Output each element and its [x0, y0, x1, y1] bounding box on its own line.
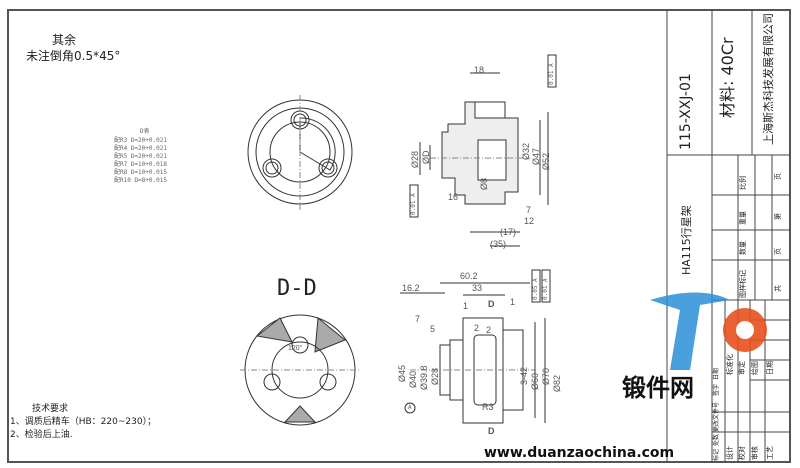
- d-table-row: 配R4 D=20+0.021: [114, 145, 167, 152]
- header-cell: 图样标记: [739, 270, 747, 298]
- dim-label: 12: [524, 216, 535, 226]
- dim-label: 7: [415, 314, 421, 324]
- sign-header: 签字: [713, 383, 720, 396]
- dim-label: 1: [510, 297, 516, 307]
- drawing-number: 115-XXJ-01: [678, 73, 694, 150]
- d-table-title: D表: [140, 128, 150, 135]
- dim-label: Ø32: [521, 142, 531, 160]
- role-label: 审核: [751, 446, 759, 460]
- top-end-view: [247, 95, 353, 210]
- dim-label: 16.2: [402, 283, 420, 293]
- dim-label: 2: [486, 325, 492, 335]
- bottom-section-view: [400, 269, 551, 424]
- section-label: D-D: [277, 276, 317, 301]
- dim-label: (17): [500, 227, 517, 237]
- role-label: 审定: [738, 361, 746, 375]
- dim-label: 3-42: [519, 366, 529, 385]
- sign-header: 日期: [713, 367, 720, 380]
- dim-label: Ø28: [410, 150, 420, 168]
- watermark-logo: [650, 292, 767, 370]
- section-mark: D: [488, 426, 495, 436]
- role-label: 绘图: [751, 361, 759, 375]
- dim-label: 18: [474, 65, 485, 75]
- tolerance-frame: 0.05 A: [532, 278, 539, 300]
- section-d-d-view: [240, 314, 360, 426]
- d-table-row: 配R10 D=8+0.015: [114, 177, 167, 184]
- dim-label: Ø60: [530, 372, 540, 390]
- dim-label: Ø45: [397, 364, 407, 382]
- tolerance-frame: 0.01 A: [410, 193, 417, 215]
- top-section-view: [409, 54, 557, 247]
- angle-label: 120°: [288, 345, 303, 352]
- dim-label: Ø52: [541, 152, 551, 170]
- dim-label: 2: [474, 323, 480, 333]
- dim-label: Ø8: [479, 177, 489, 190]
- header-cell: 重量: [739, 211, 747, 225]
- dim-label: Ø28: [430, 367, 440, 385]
- dim-label: (35): [490, 239, 507, 249]
- dim-label: 5: [430, 324, 436, 334]
- tolerance-frame: 0.01 A: [542, 278, 549, 300]
- d-table-row: 配R3 D=20+0.021: [114, 137, 167, 144]
- d-table-row: 配R8 D=10+0.015: [114, 169, 167, 176]
- d-table-row: 配R5 D=20+0.021: [114, 153, 167, 160]
- role-label: 工艺: [766, 446, 774, 460]
- datum-label: A: [408, 404, 412, 411]
- chamfer-note: 未注倒角0.5*45°: [26, 49, 121, 63]
- role-label: 标准化: [726, 354, 734, 375]
- role-label: 日期: [766, 361, 774, 375]
- dim-label: 16: [448, 192, 459, 202]
- role-label: 设计: [726, 446, 734, 460]
- dim-label: ØD: [421, 150, 431, 165]
- section-mark: D: [488, 299, 495, 309]
- dim-label: 7: [526, 205, 532, 215]
- dim-label: 60.2: [460, 271, 478, 281]
- watermark-site-name: 锻件网: [622, 374, 694, 402]
- tech-req-item: 1、调质后精车（HB：220~230）；: [10, 417, 157, 427]
- dim-label: Ø39.8: [419, 365, 429, 390]
- part-name: HA115行星架: [680, 205, 693, 275]
- sign-header: 处数: [713, 433, 720, 446]
- page-label: 第: [774, 213, 782, 220]
- dim-label: Ø70: [541, 367, 551, 385]
- material: 材料: 40Cr: [718, 37, 737, 118]
- dim-label: 1: [463, 301, 469, 311]
- sign-header: 更改文件号: [713, 401, 720, 432]
- tolerance-frame: 0.01 A: [548, 63, 555, 85]
- dim-label: Ø47: [531, 147, 541, 165]
- page-label: 共: [774, 285, 782, 292]
- d-table-row: 配R7 D=10+0.018: [114, 161, 167, 168]
- dim-label: Ø82: [552, 374, 562, 392]
- drawing-frame: [7, 9, 791, 463]
- sign-header: 标记: [713, 448, 720, 461]
- dim-label: R3: [482, 402, 494, 412]
- page-label: 页: [774, 248, 782, 255]
- tech-req-title: 技术要求: [32, 404, 69, 414]
- page-label: 页: [774, 173, 782, 180]
- tech-req-item: 2、检验后上油.: [10, 430, 73, 440]
- dim-label: 33: [472, 283, 483, 293]
- notes-heading: 其余: [52, 33, 77, 47]
- company-name: 上海斯杰科技发展有限公司: [762, 13, 775, 145]
- watermark-url: www.duanzaochina.com: [484, 445, 675, 461]
- header-cell: 比例: [739, 176, 747, 190]
- role-label: 校对: [738, 446, 746, 460]
- dim-label: Ø40: [408, 370, 418, 388]
- header-cell: 数量: [739, 241, 747, 255]
